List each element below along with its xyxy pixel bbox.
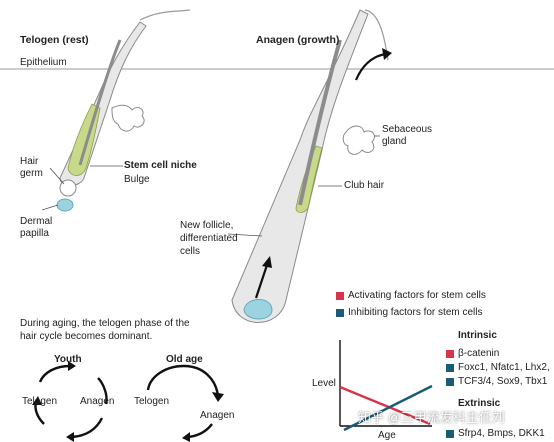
intrinsic-inhibiting-swatch-1 [446, 364, 454, 372]
sebaceous-gland-label-line2: gland [382, 136, 407, 147]
inhibiting-legend-label: Inhibiting factors for stem cells [348, 307, 483, 318]
extrinsic-inhibiting-swatch [446, 430, 454, 438]
telogen-title: Telogen (rest) [20, 34, 89, 46]
hair-germ-label-line2: germ [20, 168, 43, 179]
intrinsic-inhibiting-factors-line2: TCF3/4, Sox9, Tbx1 [458, 376, 548, 387]
chart-x-label: Age [378, 430, 396, 441]
new-follicle-label-line2: differentiated [180, 233, 238, 244]
club-hair-label: Club hair [344, 180, 385, 191]
youth-title: Youth [54, 354, 82, 365]
old-age-anagen-label: Anagen [200, 410, 235, 421]
bulge-label: Bulge [124, 174, 150, 185]
activating-legend-swatch [336, 292, 344, 300]
anagen-club-hair [298, 39, 342, 206]
telogen-follicle [41, 9, 191, 212]
extrinsic-title: Extrinsic [458, 398, 501, 409]
epithelium-label: Epithelium [20, 57, 67, 68]
aging-caption-line2: hair cycle becomes dominant. [20, 331, 153, 342]
chart-y-label: Level [312, 378, 336, 389]
intrinsic-inhibiting-swatch-2 [446, 378, 454, 386]
level-age-chart [339, 340, 433, 432]
old-age-cycle [146, 364, 224, 442]
growth-arrow [354, 52, 387, 81]
inhibiting-legend-swatch [336, 309, 344, 317]
youth-telogen-label: Telogen [22, 396, 58, 407]
anagen-title: Anagen (growth) [256, 34, 340, 46]
aging-caption-line1: During aging, the telogen phase of the [20, 318, 190, 329]
old-age-title: Old age [166, 354, 203, 365]
watermark-text: 知乎 @三甲流发科主任刘 [358, 410, 505, 425]
anagen-sebaceous-gland [342, 125, 375, 155]
dermal-papilla [56, 198, 74, 212]
intrinsic-activating-factors: β-catenin [458, 348, 500, 359]
telogen-sebaceous-gland [111, 104, 145, 132]
dermal-papilla-label-line1: Dermal [20, 216, 53, 227]
hair-germ-label-line1: Hair [20, 156, 39, 167]
stem-cell-niche-label: Stem cell niche [124, 160, 197, 171]
anagen-dermal-papilla [243, 299, 273, 320]
intrinsic-inhibiting-factors-line1: Foxc1, Nfatc1, Lhx2, [458, 362, 550, 373]
activating-legend-label: Activating factors for stem cells [348, 290, 486, 301]
inhibiting-factors-line [343, 384, 433, 432]
new-follicle-label-line3: cells [180, 246, 201, 257]
anagen-follicle [227, 9, 392, 323]
dermal-papilla-label-line2: papilla [20, 228, 49, 239]
old-age-telogen-label: Telogen [134, 396, 170, 407]
sebaceous-gland-label-line1: Sebaceous [382, 124, 433, 135]
youth-cycle [32, 361, 108, 442]
new-follicle-arrow [254, 261, 270, 299]
youth-anagen-label: Anagen [80, 396, 115, 407]
new-follicle-label-line1: New follicle, [180, 220, 234, 231]
activating-factors-line [339, 385, 431, 426]
intrinsic-activating-swatch [446, 350, 454, 358]
telogen-hair-shaft [78, 39, 122, 166]
extrinsic-inhibiting-factors: Sfrp4, Bmps, DKK1 [458, 428, 545, 439]
intrinsic-title: Intrinsic [458, 330, 497, 341]
